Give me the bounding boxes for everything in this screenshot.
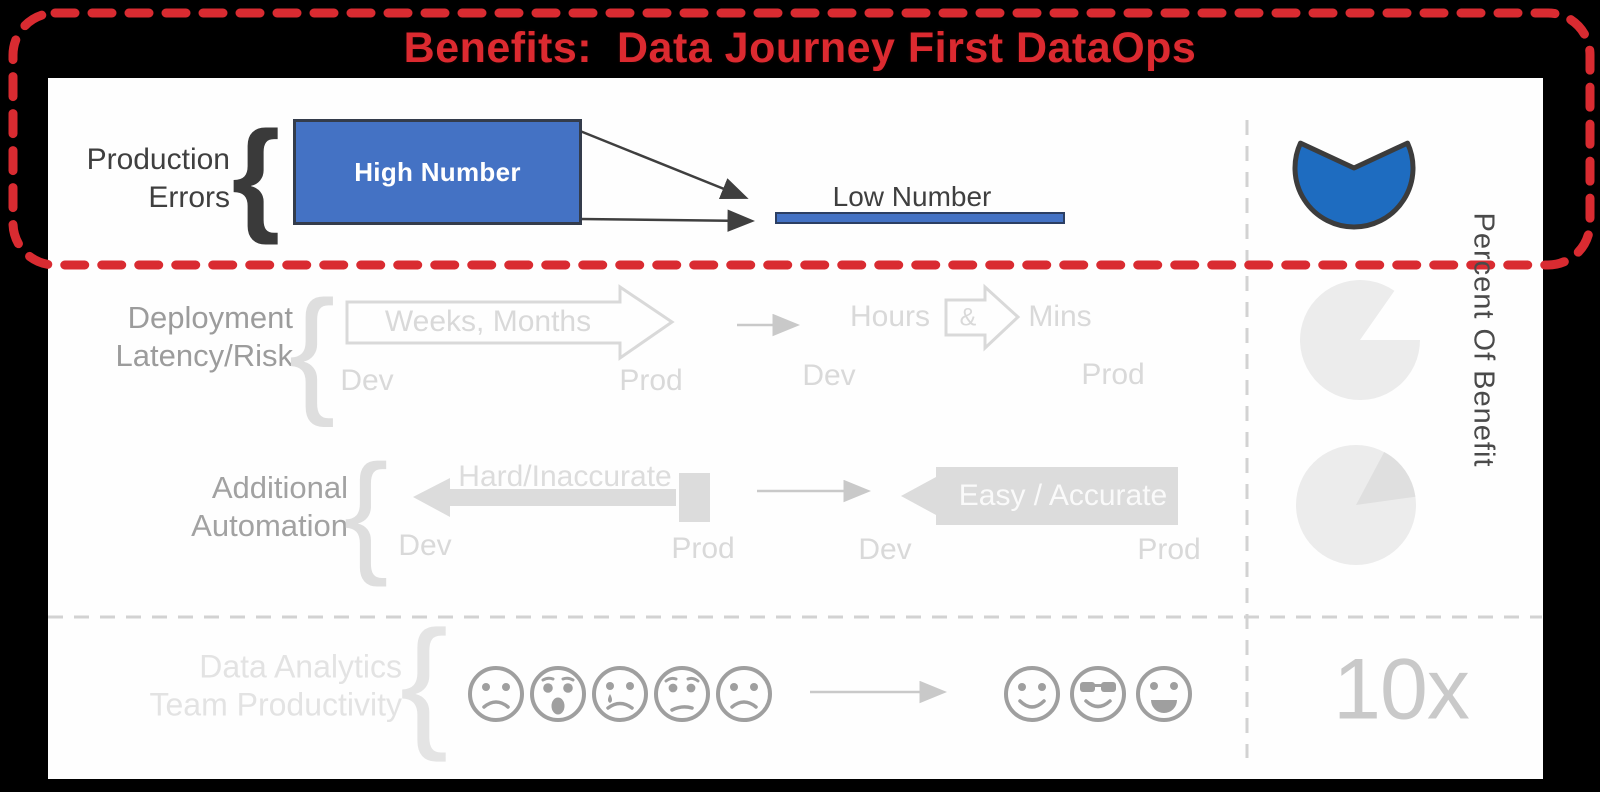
deployment-label-line1: Deployment [127, 300, 293, 335]
prod-label: Prod [619, 364, 683, 397]
slide-title: Benefits: Data Journey First DataOps [403, 24, 1197, 72]
mins-label: Mins [1028, 300, 1092, 333]
automation-label-line2: Automation [191, 508, 348, 543]
prod-label: Prod [671, 532, 735, 565]
dev-label: Dev [858, 533, 912, 566]
dev-label: Dev [340, 364, 394, 397]
high-number-label: High Number [354, 156, 521, 187]
weeks-months-label: Weeks, Months [384, 305, 592, 338]
ten-x-label: 10x [1333, 641, 1470, 738]
low-number-label: Low Number [832, 181, 992, 212]
brace-automation: { [343, 436, 389, 588]
easy-accurate-label: Easy / Accurate [958, 479, 1168, 512]
hours-label: Hours [849, 300, 931, 333]
automation-label-line1: Additional [211, 470, 348, 505]
dev-label: Dev [398, 529, 452, 562]
prod-label: Prod [1081, 358, 1145, 391]
brace-production: { [231, 106, 281, 246]
dev-label: Dev [802, 359, 856, 392]
productivity-label-line2: Team Productivity [149, 686, 402, 723]
productivity-label-line1: Data Analytics [199, 648, 402, 685]
production-errors-label-line1: Production [86, 143, 230, 176]
brace-productivity: { [399, 600, 449, 763]
prod-label: Prod [1137, 533, 1201, 566]
high-number-box: High Number [293, 119, 582, 225]
brace-deployment: { [288, 271, 336, 428]
ampersand-label: & [959, 303, 977, 332]
hard-inaccurate-label: Hard/Inaccurate [458, 460, 672, 493]
percent-of-benefit-label: Percent Of Benefit [1467, 212, 1500, 468]
production-errors-label-line2: Errors [148, 181, 230, 214]
deployment-label-line2: Latency/Risk [115, 338, 293, 373]
